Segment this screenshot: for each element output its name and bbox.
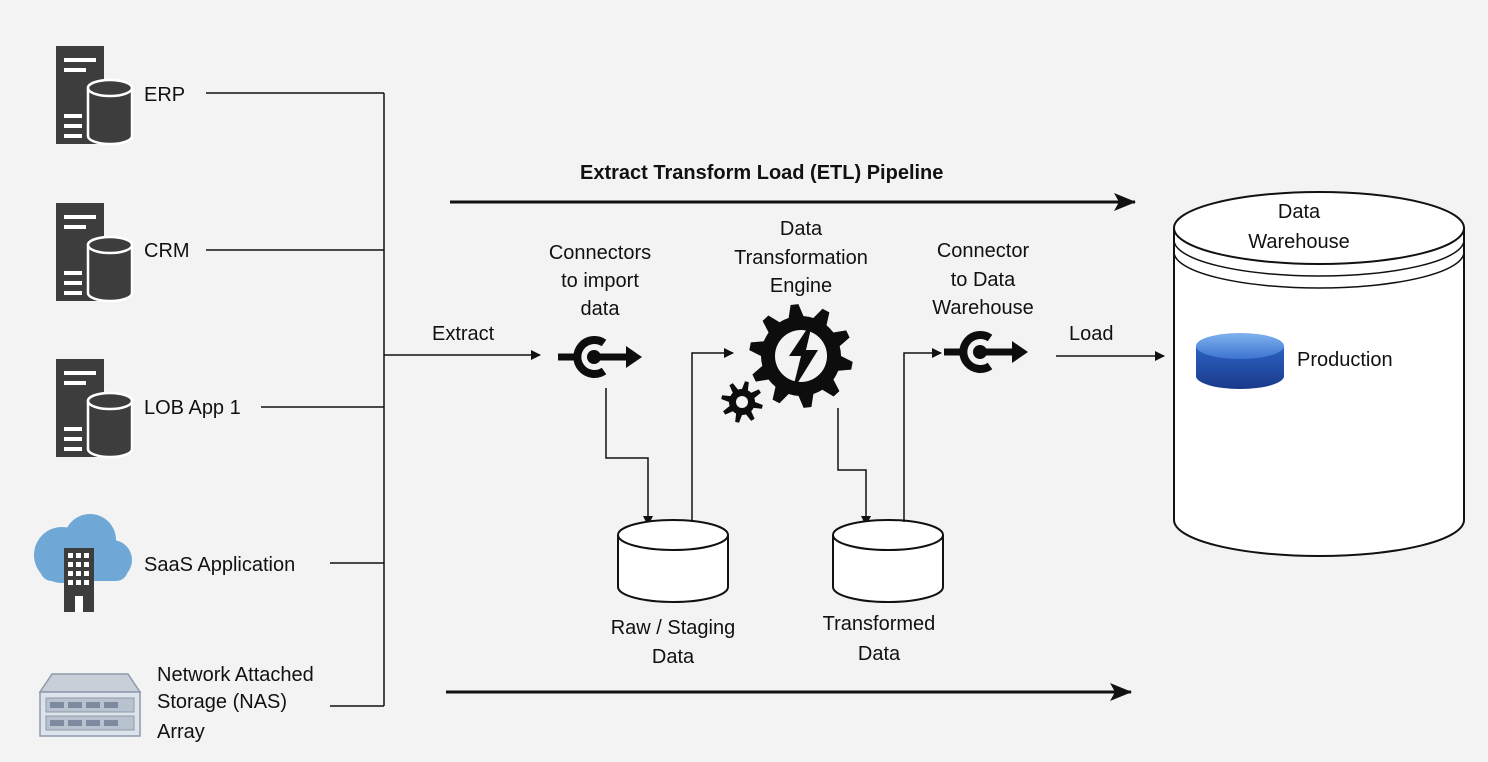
raw-staging-label-1: Raw / Staging [611, 617, 736, 639]
connectors-import-label-1: Connectors [549, 242, 651, 264]
crm-label: CRM [144, 240, 190, 262]
erp-server-database-icon [54, 44, 134, 146]
nas-label-line-3: Array [157, 721, 205, 743]
transformed-cylinder-icon [832, 519, 944, 603]
transformed-label-2: Data [858, 643, 901, 665]
erp-label: ERP [144, 84, 185, 106]
load-label: Load [1069, 323, 1114, 345]
engine-label-1: Data [780, 218, 823, 240]
connector-warehouse-label-3: Warehouse [932, 297, 1034, 319]
production-label: Production [1297, 349, 1393, 371]
nas-label-line-2: Storage (NAS) [157, 691, 287, 713]
transformed-to-connector-arrow [903, 348, 942, 522]
staging-to-engine-arrow [691, 348, 734, 522]
transformed-label-1: Transformed [823, 613, 936, 635]
warehouse-label-1: Data [1278, 201, 1321, 223]
connectors-import-label-3: data [581, 298, 621, 320]
saas-label: SaaS Application [144, 554, 295, 576]
raw-staging-cylinder-icon [617, 519, 729, 603]
warehouse-connector-icon [944, 335, 1028, 369]
gear-lightning-icon [721, 304, 853, 423]
production-database-icon [1196, 333, 1284, 389]
saas-cloud-building-icon [34, 514, 132, 612]
engine-to-transformed-arrow [837, 408, 871, 526]
data-warehouse-cylinder-icon [1173, 191, 1465, 557]
extract-label: Extract [432, 323, 495, 345]
warehouse-label-2: Warehouse [1248, 231, 1350, 253]
connector-warehouse-label-1: Connector [937, 240, 1030, 262]
import-connector-icon [558, 340, 642, 374]
connector-warehouse-label-2: to Data [951, 269, 1016, 291]
lob-app-label: LOB App 1 [144, 397, 241, 419]
raw-staging-label-2: Data [652, 646, 695, 668]
crm-server-database-icon [54, 201, 134, 303]
import-to-staging-arrow [605, 388, 653, 526]
connectors-import-label-2: to import [561, 270, 639, 292]
nas-label-line-1: Network Attached [157, 664, 314, 686]
engine-label-2: Transformation [734, 247, 868, 269]
pipeline-title: Extract Transform Load (ETL) Pipeline [580, 162, 943, 184]
engine-label-3: Engine [770, 275, 832, 297]
source-bus-lines [206, 92, 385, 707]
nas-array-icon [38, 673, 142, 737]
lob-server-database-icon [54, 357, 134, 459]
